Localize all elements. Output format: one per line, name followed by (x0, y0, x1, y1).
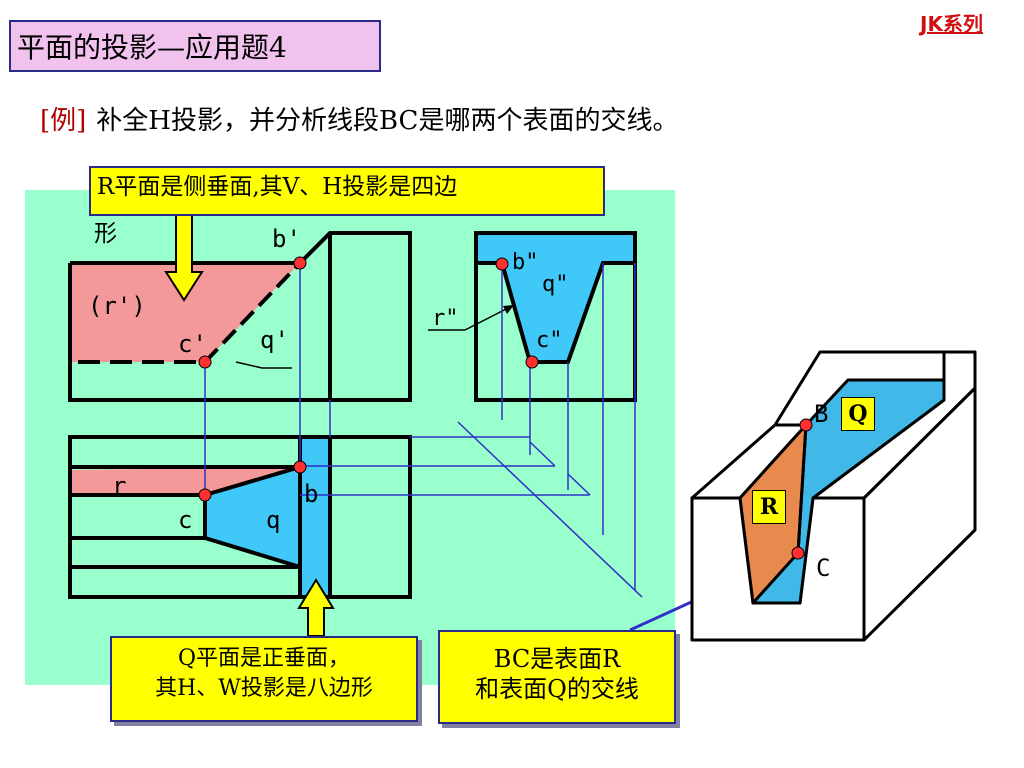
r-face-top (70, 467, 300, 495)
page-title: 平面的投影—应用题4 (9, 20, 381, 72)
q-plane-callout-line1: Q平面是正垂面， (177, 646, 351, 671)
example-statement: [例] 补全H投影，并分析线段BC是哪两个表面的交线。 (40, 100, 678, 137)
label-b-side: b" (512, 250, 539, 275)
point-b-top (293, 460, 307, 474)
q-plane-callout-line2: 其H、W投影是八边形 (155, 676, 373, 701)
r-plane-callout-wrap: 形 (94, 221, 117, 247)
r-callout-arrow (164, 213, 204, 302)
point-c-iso (791, 546, 805, 560)
label-c-front: c' (178, 330, 207, 358)
label-q-top: q (266, 506, 281, 534)
top-q-edge (204, 536, 301, 569)
point-c-side (525, 355, 539, 369)
iso-bc-edge (796, 424, 808, 554)
page-title-text: 平面的投影—应用题4 (17, 31, 287, 64)
example-text: 补全H投影，并分析线段BC是哪两个表面的交线。 (96, 106, 679, 136)
label-r-iso: R (752, 490, 786, 524)
point-b-iso (799, 418, 813, 432)
q-face-side (476, 233, 635, 362)
point-c-front (198, 355, 212, 369)
point-c-top (198, 488, 212, 502)
label-r-side: r" (432, 306, 459, 331)
label-r-front: (r') (88, 292, 146, 320)
bc-callout-line2: 和表面Q的交线 (475, 675, 639, 703)
q-leader-front (235, 361, 263, 369)
point-b-front (293, 256, 307, 270)
label-b-iso: B (814, 400, 829, 428)
top-view (68, 435, 412, 599)
label-r-top: r (112, 472, 127, 500)
top-outline (68, 435, 412, 599)
front-view (68, 231, 412, 402)
bc-callout: BC是表面R 和表面Q的交线 (438, 630, 676, 724)
label-b-top: b (304, 480, 319, 508)
q-plane-callout: Q平面是正垂面， 其H、W投影是八边形 (110, 636, 418, 722)
q-callout-arrow (297, 578, 335, 637)
r-arrowhead-side (503, 305, 514, 314)
projection-points (198, 256, 539, 502)
r-plane-callout-text: R平面是侧垂面,其V、H投影是四边 (97, 174, 458, 200)
projection-lines (204, 263, 643, 598)
label-c-top: c (178, 506, 193, 534)
r-face-front (70, 263, 300, 362)
label-q-iso: Q (841, 397, 875, 431)
example-tag: [例] (40, 106, 87, 136)
r-plane-callout: R平面是侧垂面,其V、H投影是四边 (89, 166, 605, 216)
top-bc-edge (204, 465, 301, 497)
label-c-iso: C (816, 554, 831, 582)
bc-callout-line1: BC是表面R (493, 645, 621, 673)
label-q-side: q" (542, 272, 569, 297)
label-b-front: b' (272, 225, 301, 253)
label-q-front: q' (260, 326, 289, 354)
series-link[interactable]: JK系列 (920, 12, 983, 36)
isometric-solid (690, 350, 977, 642)
point-b-side (495, 257, 509, 271)
front-bc-edge (203, 261, 302, 364)
label-c-side: c" (536, 328, 563, 353)
